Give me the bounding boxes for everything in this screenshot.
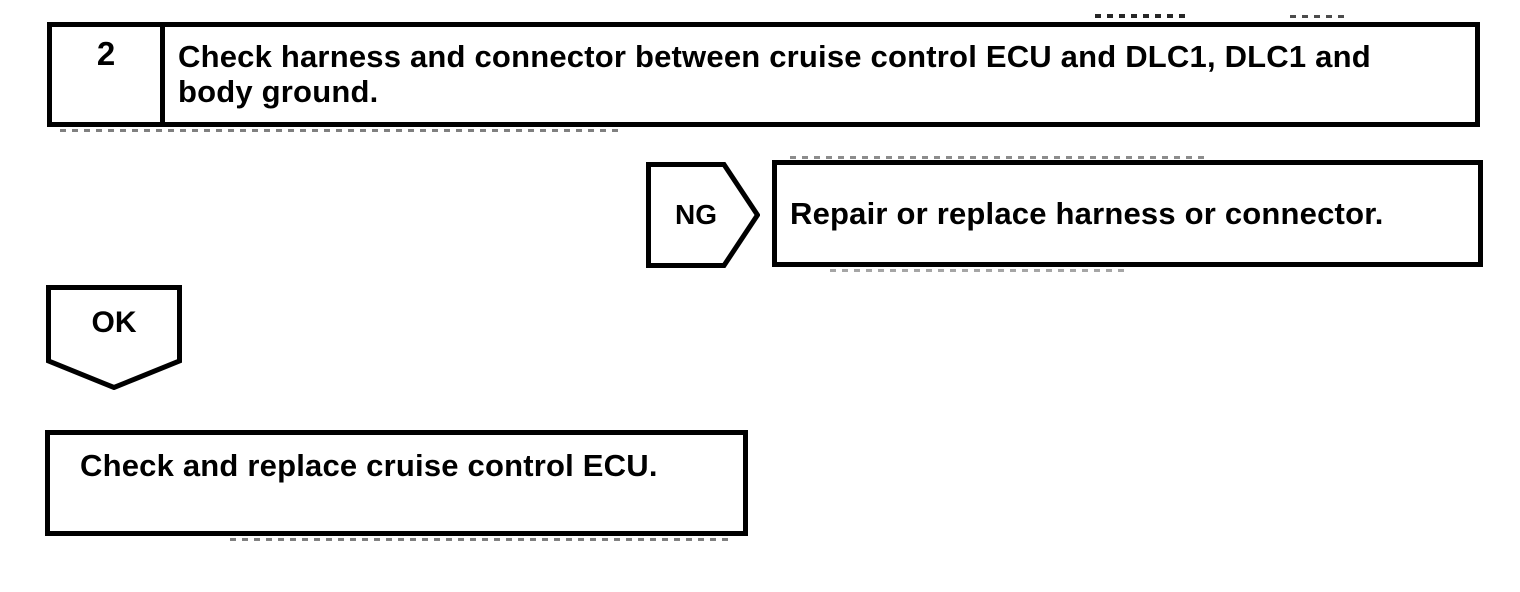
step-box: 2 Check harness and connector between cr… (47, 22, 1480, 127)
ok-action-box: Check and replace cruise control ECU. (45, 430, 748, 536)
scan-noise-dash (230, 538, 730, 541)
ok-connector-label: OK (91, 306, 137, 339)
scan-noise-dash (830, 269, 1130, 272)
ok-connector: OK (46, 285, 182, 390)
step-instruction: Check harness and connector between crui… (178, 39, 1371, 109)
ng-action-box: Repair or replace harness or connector. (772, 160, 1483, 267)
ok-action-text: Check and replace cruise control ECU. (80, 448, 658, 483)
right-arrow-pentagon-icon (646, 162, 760, 268)
ng-action-text: Repair or replace harness or connector. (790, 195, 1384, 231)
step-number: 2 (52, 27, 165, 122)
scan-noise-dash (1290, 15, 1350, 18)
ng-connector: NG (646, 162, 760, 268)
scan-noise-dash (790, 156, 1210, 159)
scan-noise-dash (60, 129, 620, 132)
scan-noise-dash (1095, 14, 1185, 18)
ng-connector-label: NG (675, 199, 717, 230)
down-arrow-pentagon-icon (46, 285, 182, 390)
